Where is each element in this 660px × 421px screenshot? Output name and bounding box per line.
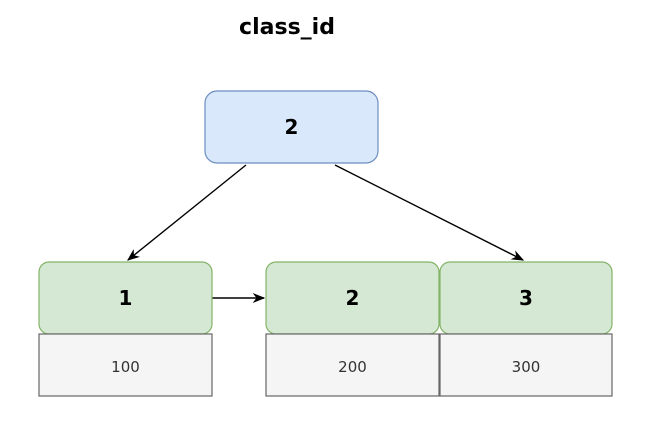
- diagram-title: class_id: [239, 15, 335, 40]
- edge-root-to-leaf-3: [334, 164, 525, 261]
- leaf-node-2-value-box: [265, 333, 440, 397]
- leaf-node-2-key: 2: [346, 286, 360, 310]
- leaf-node-3-value: 300: [512, 358, 541, 376]
- leaf-node-1-value-box: [38, 333, 213, 397]
- leaf-node-1-value: 100: [111, 358, 140, 376]
- edge-root-to-leaf-1: [127, 164, 247, 261]
- leaf-node-3-key: 3: [519, 286, 533, 310]
- root-node-box: [204, 90, 379, 164]
- leaf-node-3: 3 300: [439, 261, 613, 397]
- leaf-node-2-value: 200: [338, 358, 367, 376]
- leaf-node-1-key: 1: [119, 286, 133, 310]
- leaf-node-2: 2 200: [265, 261, 440, 397]
- leaf-node-3-value-box: [439, 333, 613, 397]
- root-node-key: 2: [285, 115, 299, 139]
- leaf-node-1: 1 100: [38, 261, 213, 397]
- root-node: 2: [204, 90, 379, 164]
